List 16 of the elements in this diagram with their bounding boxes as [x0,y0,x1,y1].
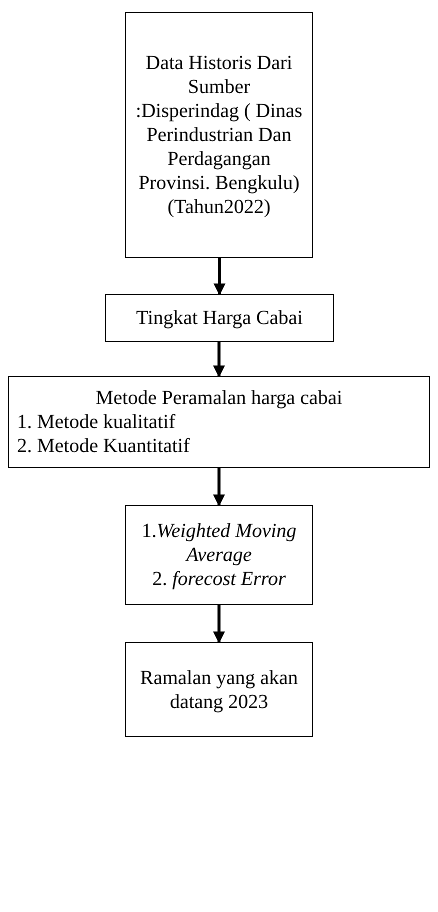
process-box [125,12,313,258]
box-text: Ramalan yang akan datang 2023 [139,666,299,714]
arrow [213,605,225,644]
box-text: 1. Metode kualitatif [17,410,176,434]
process-box [105,294,334,342]
arrow [214,258,226,296]
process-box [125,642,313,737]
box-text: Data Historis Dari Sumber :Disperindag ( Dinas Perindustrian Dan Perdagangan Provinsi. Bengkulu) (Tahun2022) [134,51,304,219]
process-box [125,505,313,605]
box-text: Tingkat Harga Cabai [135,306,304,330]
box-text: Metode Peramalan harga cabai [94,386,344,410]
arrow [213,342,225,378]
box-text: 2. forecost Error [151,567,287,591]
arrow [213,468,225,506]
process-box [8,376,430,468]
box-text: 2. Metode Kuantitatif [17,434,191,458]
